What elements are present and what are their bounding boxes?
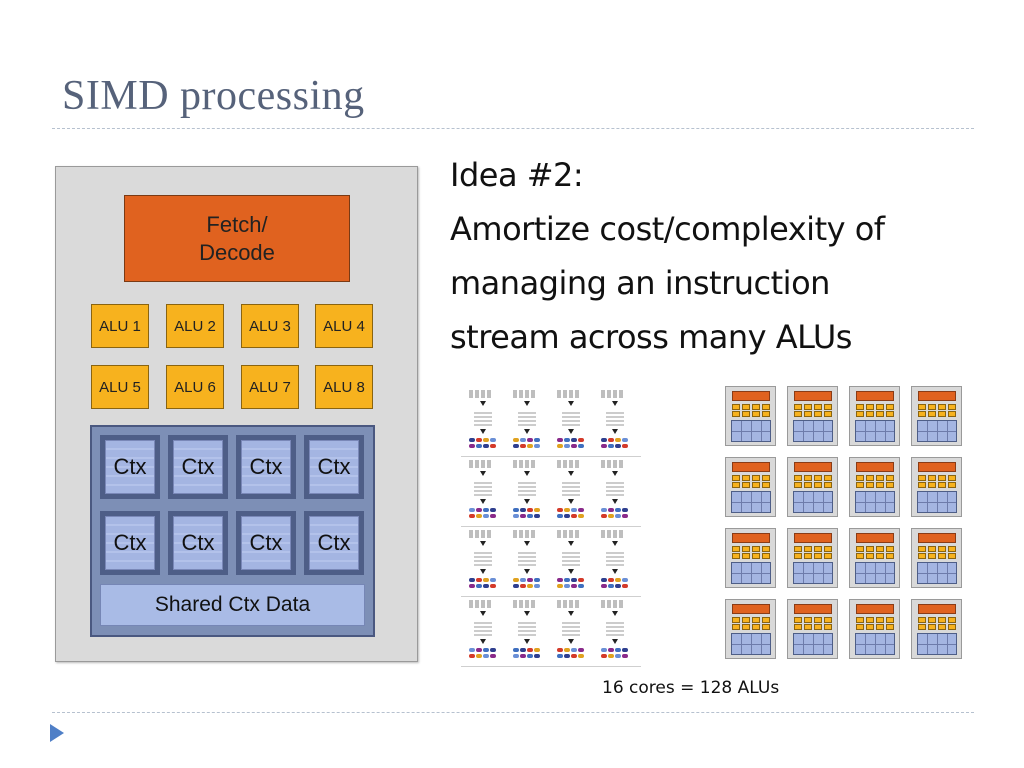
instruction-stream: [469, 600, 497, 662]
instruction-stream: [513, 390, 541, 452]
instruction-stream: [513, 600, 541, 662]
context-block: Ctx: [304, 511, 364, 575]
instruction-stream: [469, 390, 497, 452]
idea-line: managing an instruction: [450, 264, 830, 302]
mini-core: [725, 386, 776, 446]
stream-row: [461, 386, 641, 457]
instruction-stream: [469, 530, 497, 592]
context-block: Ctx: [304, 435, 364, 499]
instruction-stream: [513, 460, 541, 522]
context-storage: Ctx Ctx Ctx Ctx Ctx Ctx Ctx Ctx Shared C…: [90, 425, 375, 637]
mini-core: [787, 386, 838, 446]
alu-block: ALU 5: [91, 365, 149, 409]
alu-block: ALU 7: [241, 365, 299, 409]
idea-line: stream across many ALUs: [450, 318, 852, 356]
fetch-decode-block: Fetch/ Decode: [124, 195, 350, 282]
sixteen-cores-grid: [725, 386, 965, 666]
context-label: Ctx: [173, 440, 223, 494]
idea-heading: Idea #2:: [450, 156, 584, 194]
context-block: Ctx: [236, 435, 296, 499]
mini-core: [787, 528, 838, 588]
instruction-stream: [557, 530, 585, 592]
instruction-stream: [601, 530, 629, 592]
mini-core: [911, 457, 962, 517]
title-divider: [52, 128, 974, 129]
stream-row: [461, 596, 641, 667]
instruction-stream: [601, 600, 629, 662]
idea-line: Amortize cost/complexity of: [450, 210, 885, 248]
instruction-stream: [557, 600, 585, 662]
mini-core: [911, 386, 962, 446]
instruction-stream: [513, 530, 541, 592]
alu-block: ALU 4: [315, 304, 373, 348]
instruction-stream: [557, 390, 585, 452]
context-block: Ctx: [168, 511, 228, 575]
mini-core: [911, 599, 962, 659]
cores-caption: 16 cores = 128 ALUs: [602, 678, 780, 698]
context-block: Ctx: [236, 511, 296, 575]
context-label: Ctx: [105, 516, 155, 570]
context-label: Ctx: [241, 516, 291, 570]
alu-block: ALU 1: [91, 304, 149, 348]
instruction-stream: [601, 390, 629, 452]
mini-core: [725, 599, 776, 659]
footer-divider: [52, 712, 974, 713]
alu-block: ALU 2: [166, 304, 224, 348]
mini-core: [787, 599, 838, 659]
decode-label: Decode: [199, 239, 275, 265]
idea-text: Idea #2: Amortize cost/complexity of man…: [450, 148, 885, 364]
instruction-stream: [469, 460, 497, 522]
simd-core-diagram: Fetch/ Decode ALU 1 ALU 2 ALU 3 ALU 4 AL…: [55, 166, 418, 662]
context-label: Ctx: [309, 440, 359, 494]
context-label: Ctx: [105, 440, 155, 494]
context-label: Ctx: [173, 516, 223, 570]
shared-context-data: Shared Ctx Data: [100, 584, 365, 626]
instruction-stream: [557, 460, 585, 522]
stream-row: [461, 526, 641, 597]
instruction-stream: [601, 460, 629, 522]
mini-core: [911, 528, 962, 588]
slide-title: SIMD processing: [62, 73, 365, 119]
mini-core: [849, 528, 900, 588]
alu-block: ALU 8: [315, 365, 373, 409]
context-block: Ctx: [100, 435, 160, 499]
mini-core: [849, 457, 900, 517]
stream-row: [461, 456, 641, 527]
mini-core: [725, 528, 776, 588]
context-label: Ctx: [241, 440, 291, 494]
instruction-streams-illustration: [461, 386, 641, 667]
alu-block: ALU 3: [241, 304, 299, 348]
fetch-label: Fetch/: [206, 211, 268, 237]
context-block: Ctx: [168, 435, 228, 499]
mini-core: [849, 386, 900, 446]
context-block: Ctx: [100, 511, 160, 575]
alu-block: ALU 6: [166, 365, 224, 409]
play-triangle-icon: [50, 724, 64, 742]
mini-core: [849, 599, 900, 659]
mini-core: [725, 457, 776, 517]
context-label: Ctx: [309, 516, 359, 570]
mini-core: [787, 457, 838, 517]
